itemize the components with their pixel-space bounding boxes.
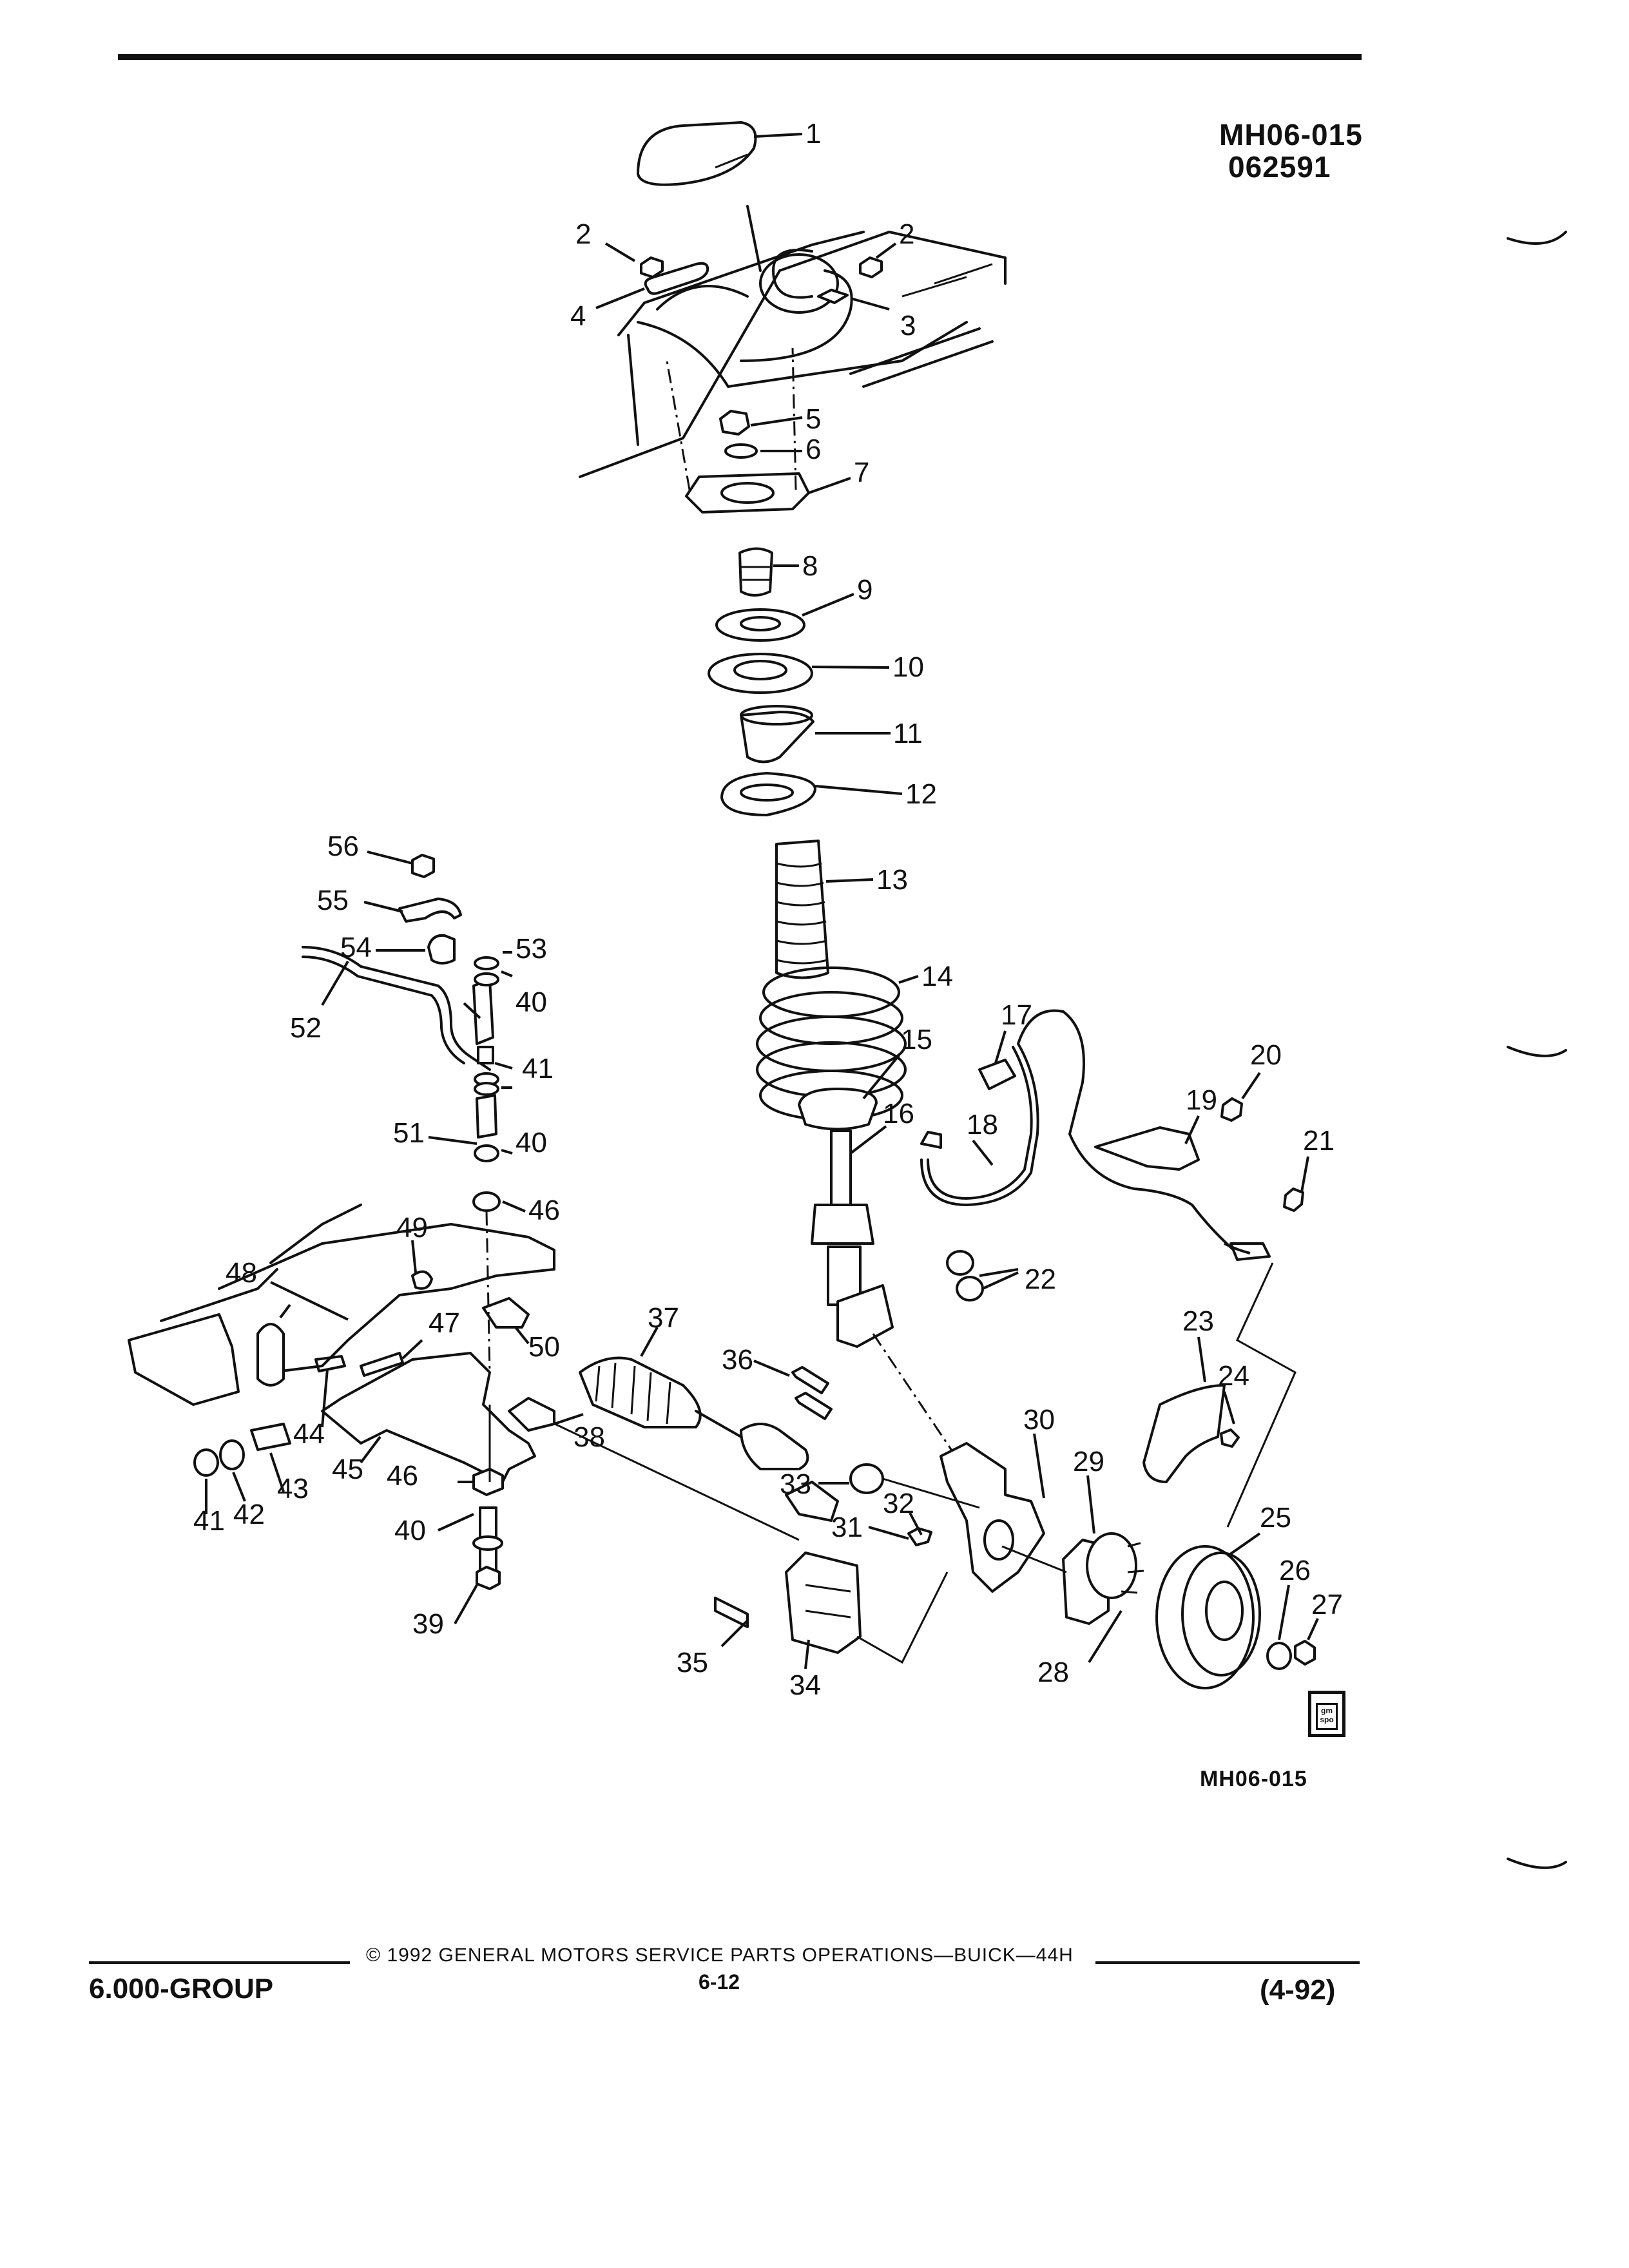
callout-40c: 40	[394, 1515, 426, 1546]
halfshaft-parts-36-37	[541, 1327, 839, 1541]
callout-2b: 2	[899, 218, 914, 250]
abs-sensor-parts-19-20-21	[1068, 1072, 1309, 1528]
caliper-parts-34-35	[714, 1552, 949, 1669]
callout-37: 37	[648, 1302, 679, 1334]
callout-23: 23	[1182, 1305, 1214, 1337]
callout-45: 45	[332, 1454, 363, 1485]
callout-18: 18	[967, 1109, 998, 1140]
callout-41a: 41	[522, 1053, 554, 1084]
callout-3: 3	[900, 310, 916, 341]
crossmember-frame	[128, 1204, 555, 1482]
callout-11: 11	[893, 718, 923, 749]
footer-copyright: © 1992 GENERAL MOTORS SERVICE PARTS OPER…	[366, 1945, 1074, 1966]
callout-49: 49	[396, 1212, 428, 1244]
callout-48: 48	[226, 1257, 257, 1289]
callout-32: 32	[883, 1488, 914, 1519]
callout-39: 39	[412, 1608, 444, 1640]
spring-seats-parts-9-12	[708, 593, 903, 816]
callout-47: 47	[429, 1307, 460, 1339]
callout-56: 56	[327, 831, 359, 862]
footer-rule-right	[1095, 1961, 1360, 1964]
body-panel	[579, 205, 1007, 478]
callout-54: 54	[340, 932, 372, 963]
callout-52: 52	[290, 1012, 322, 1044]
hub-bearing-parts-28-29	[1062, 1475, 1144, 1664]
callout-38: 38	[574, 1421, 605, 1453]
footer-revision: (4-92)	[1260, 1974, 1336, 2006]
callout-12: 12	[905, 778, 937, 810]
footer-rule-left	[89, 1961, 350, 1964]
callout-4: 4	[570, 300, 586, 332]
callout-10: 10	[892, 651, 924, 683]
margin-marks	[1507, 231, 1567, 1869]
callout-14: 14	[921, 961, 953, 992]
callout-35: 35	[677, 1647, 708, 1678]
top-rule	[118, 54, 1362, 60]
brake-hose-parts-17-18	[920, 1009, 1085, 1206]
callout-40b: 40	[516, 1127, 547, 1158]
callout-15: 15	[901, 1024, 932, 1055]
callout-30: 30	[1023, 1404, 1055, 1436]
drawing-date: 062591	[1228, 150, 1331, 184]
callout-43: 43	[277, 1473, 309, 1504]
callout-50: 50	[528, 1331, 560, 1363]
splash-shield-parts-23-24	[1142, 1336, 1240, 1483]
callout-6: 6	[805, 434, 821, 465]
callout-55: 55	[317, 885, 349, 916]
callout-26: 26	[1279, 1555, 1311, 1586]
callout-36: 36	[722, 1344, 753, 1376]
callout-labels: 1 2 2 3 4 5 6 7 8 9 10 11 12 13 14 15 16…	[193, 118, 1343, 1701]
callout-28: 28	[1037, 1657, 1069, 1688]
callout-2a: 2	[575, 218, 591, 250]
callout-19: 19	[1186, 1084, 1217, 1116]
control-arm-parts-38-46	[193, 1339, 584, 1624]
dust-boot-part-13	[775, 840, 874, 979]
spring-insulator-part-15	[798, 1054, 900, 1131]
jounce-bumper-part-8	[738, 547, 799, 597]
drawing-id: MH06-015	[1219, 118, 1363, 151]
callout-8: 8	[802, 550, 818, 582]
rotor-parts-25-26-27	[1155, 1532, 1319, 1689]
figure-caption: MH06-015	[1200, 1767, 1307, 1791]
callout-31: 31	[831, 1512, 863, 1543]
callout-22: 22	[1025, 1264, 1056, 1295]
callout-16: 16	[883, 1098, 914, 1129]
callout-33: 33	[780, 1468, 811, 1500]
callout-29: 29	[1073, 1446, 1104, 1477]
callout-17: 17	[1001, 999, 1032, 1031]
strut-cap-part-1	[637, 121, 803, 186]
callout-46a: 46	[528, 1195, 560, 1226]
callout-51: 51	[393, 1117, 425, 1149]
callout-46b: 46	[387, 1460, 418, 1492]
footer-page-number: 6-12	[699, 1970, 740, 1994]
gm-spo-logo: gm spo	[1308, 1691, 1345, 1737]
callout-44: 44	[293, 1418, 325, 1450]
callout-21: 21	[1303, 1125, 1335, 1157]
callout-25: 25	[1260, 1502, 1291, 1533]
footer-group: 6.000-GROUP	[89, 1973, 274, 2004]
nuts-and-plates-parts-2-3-4	[595, 242, 897, 311]
callout-24: 24	[1218, 1360, 1249, 1392]
callout-40a: 40	[516, 986, 547, 1018]
strut-mount-parts-5-6-7	[666, 347, 851, 514]
callout-13: 13	[876, 864, 908, 896]
callout-53: 53	[516, 933, 547, 965]
knuckle-parts-30-33	[818, 1433, 1067, 1593]
stabilizer-parts-51-56	[302, 850, 526, 1373]
callout-1: 1	[805, 118, 821, 149]
callout-9: 9	[857, 574, 872, 606]
callout-7: 7	[854, 457, 869, 488]
callout-34: 34	[789, 1669, 821, 1701]
callout-20: 20	[1250, 1039, 1282, 1071]
callout-27: 27	[1311, 1589, 1343, 1620]
callout-5: 5	[805, 403, 821, 435]
callout-41b: 41	[193, 1505, 225, 1537]
callout-42: 42	[233, 1499, 265, 1530]
bushings-part-22	[946, 1250, 1019, 1302]
strut-part-16	[811, 1125, 974, 1483]
